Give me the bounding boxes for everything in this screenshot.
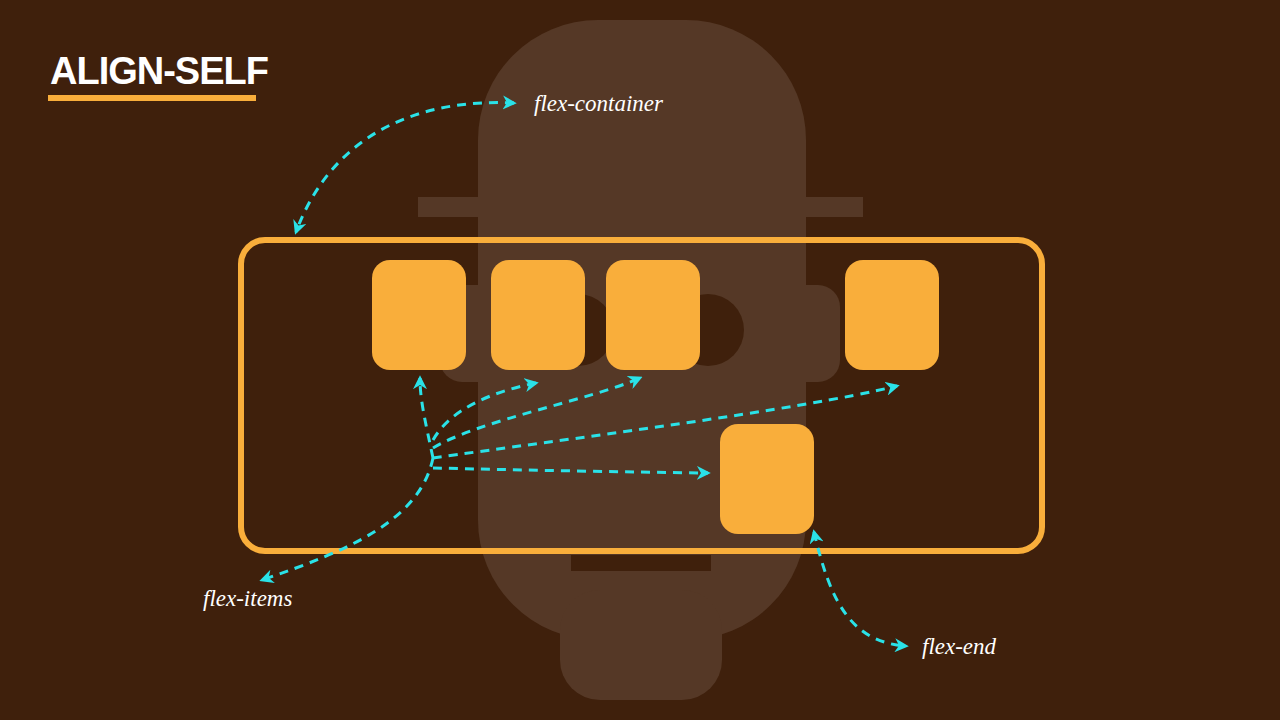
leader-lines — [262, 103, 906, 646]
flex-container-box — [241, 240, 1042, 551]
title-underline — [48, 95, 256, 101]
callout-label: flex-end — [922, 634, 996, 659]
background-figure — [418, 20, 863, 700]
callout-label: flex-items — [203, 586, 292, 611]
page-title: ALIGN-SELF — [50, 52, 268, 90]
callout-label: flex-container — [534, 91, 663, 116]
flex-item-boxes — [372, 260, 939, 534]
